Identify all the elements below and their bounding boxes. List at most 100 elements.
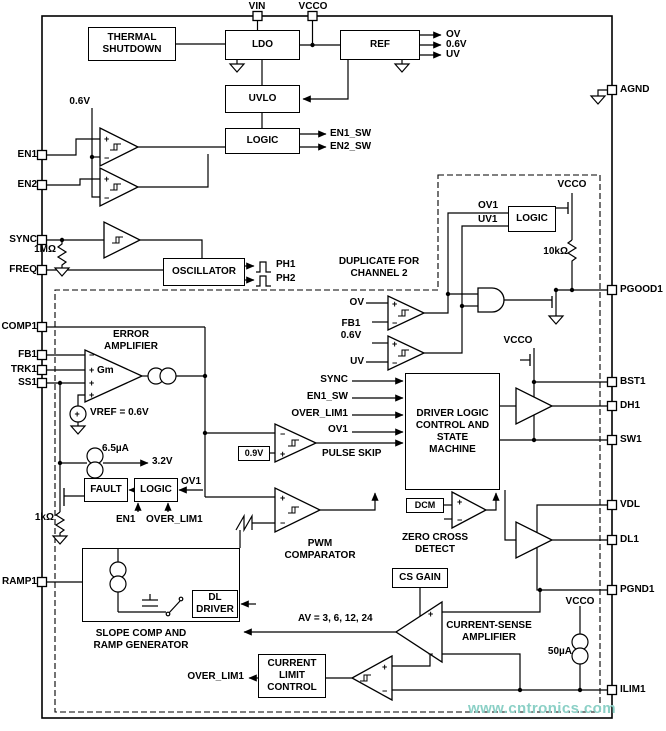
label-1m-resistor: 1MΩ	[34, 244, 56, 255]
pin-agnd	[606, 84, 618, 96]
plus-sign: +	[104, 174, 109, 184]
label-50ua: 50µA	[547, 646, 572, 657]
softstart-current-source-icon	[86, 461, 104, 479]
label-error-amplifier: ERROR AMPLIFIER	[104, 329, 158, 352]
watermark-text: www.cntronics.com	[468, 700, 616, 717]
label-1k-resistor: 1kΩ	[34, 512, 54, 523]
minus-sign: −	[382, 686, 387, 696]
block-dl-driver: DL DRIVER	[192, 590, 238, 618]
ph2-waveform-icon	[256, 275, 271, 287]
pin-label-vcco: VCCO	[298, 1, 328, 12]
pin-sync	[36, 234, 48, 246]
plus-sign: +	[280, 449, 285, 459]
pin-label-vdl: VDL	[620, 499, 640, 510]
pin-label-bst1: BST1	[620, 376, 646, 387]
pin-label-sw1: SW1	[620, 434, 642, 445]
label-ov1-fault: OV1	[181, 476, 202, 487]
sync-comparator-symbol	[103, 220, 142, 260]
label-3v2: 3.2V	[152, 456, 173, 467]
switch-contact-icon	[178, 596, 184, 602]
label-en-ref-0v6: 0.6V	[69, 96, 90, 107]
block-driver-logic: DRIVER LOGIC CONTROL AND STATE MACHINE	[405, 373, 500, 490]
pin-en2	[36, 179, 48, 191]
sawtooth-waveform-icon	[235, 513, 253, 533]
pin-ramp1	[36, 576, 48, 588]
label-zero-cross-detect: ZERO CROSS DETECT	[401, 532, 469, 555]
pin-dh1	[606, 400, 618, 412]
pin-label-ilim1: ILIM1	[620, 684, 646, 695]
pin-fb1	[36, 349, 48, 361]
pin-label-fb1: FB1	[18, 349, 37, 360]
plus-sign: +	[382, 662, 387, 672]
minus-sign: −	[104, 193, 109, 203]
pin-vdl	[606, 499, 618, 511]
pwm-comparator-symbol	[274, 486, 322, 534]
label-uv-comparator: UV	[350, 356, 364, 367]
pin-label-trk1: TRK1	[10, 364, 37, 375]
pin-label-ss1: SS1	[18, 377, 37, 388]
label-ph1: PH1	[276, 259, 296, 270]
ph1-waveform-icon	[256, 261, 271, 273]
label-pwm-comparator: PWM COMPARATOR	[284, 538, 356, 561]
pin-pgnd1	[606, 584, 618, 596]
plus-sign: +	[280, 493, 285, 503]
pin-vcco	[307, 10, 318, 22]
resistor-1k-icon	[54, 511, 66, 536]
block-cs-gain: CS GAIN	[392, 568, 448, 588]
label-ov1-logic: OV1	[478, 200, 499, 211]
en1-comparator-symbol	[99, 126, 140, 168]
block-uvlo: UVLO	[225, 85, 300, 113]
minus-sign: −	[392, 318, 397, 328]
and-gate-icon	[477, 287, 505, 313]
block-logic-en: LOGIC	[225, 128, 300, 154]
ground-icon	[53, 267, 71, 277]
label-duplicate-channel2: DUPLICATE FOR CHANNEL 2	[338, 256, 420, 279]
duplicate-channel-dashed-boundary	[54, 174, 601, 713]
block-current-limit-control: CURRENT LIMIT CONTROL	[258, 654, 326, 698]
label-overlim1-fault: OVER_LIM1	[146, 514, 203, 525]
en2-comparator-symbol	[99, 166, 140, 208]
resistor-1m-icon	[56, 240, 68, 268]
pin-ilim1	[606, 684, 618, 696]
ground-icon	[547, 315, 565, 325]
pin-label-vin: VIN	[248, 1, 266, 12]
pin-vin	[252, 10, 263, 22]
plus-sign: +	[104, 134, 109, 144]
ground-icon	[393, 63, 411, 73]
block-fault: FAULT	[84, 478, 128, 502]
pin-trk1	[36, 364, 48, 376]
pin-ss1	[36, 377, 48, 389]
dcm-comparator-symbol	[451, 490, 488, 530]
wires	[47, 20, 607, 691]
block-dcm: DCM	[406, 498, 444, 513]
plus-sign: +	[89, 390, 94, 400]
plus-sign: +	[75, 409, 80, 419]
error-amp-output-source-icon	[159, 367, 177, 385]
polarity-signs: + − + − + − + − − + + + + − + + − + − + …	[75, 134, 463, 696]
label-en1-fault: EN1	[116, 514, 136, 525]
pin-freq	[36, 264, 48, 276]
pin-label-en2: EN2	[17, 179, 37, 190]
pin-label-dl1: DL1	[620, 534, 639, 545]
vref-source-icon	[69, 405, 87, 423]
pin-en1	[36, 149, 48, 161]
current-limit-comparator-symbol	[350, 654, 393, 702]
label-vcco-bst: VCCO	[503, 335, 533, 346]
ground-icons	[51, 63, 607, 545]
pin-label-agnd: AGND	[620, 84, 650, 95]
resistor-10k-icon	[566, 239, 578, 266]
pin-dl1	[606, 534, 618, 546]
label-av-gain: AV = 3, 6, 12, 24	[298, 613, 373, 624]
label-ov-comparator: OV	[349, 297, 364, 308]
pin-label-en1: EN1	[17, 149, 37, 160]
plus-sign: +	[392, 299, 397, 309]
label-uv1-logic: UV1	[478, 214, 498, 225]
ground-icon	[69, 425, 87, 435]
label-vcco-ilim: VCCO	[565, 596, 595, 607]
label-pulse-skip: PULSE SKIP	[322, 448, 382, 459]
minus-sign: −	[104, 153, 109, 163]
label-fb1-ref: FB1 0.6V	[340, 318, 362, 341]
label-en1-sw: EN1_SW	[330, 128, 372, 139]
